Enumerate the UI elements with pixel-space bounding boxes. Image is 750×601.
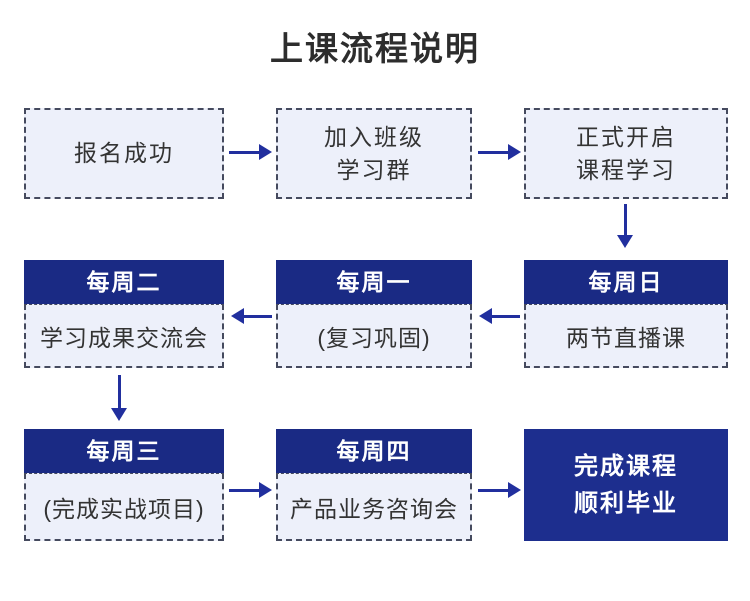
step-label: 学习群 <box>336 156 412 183</box>
arrow-down-icon <box>110 375 127 421</box>
step-label: 顺利毕业 <box>574 490 678 517</box>
arrow-right-icon <box>478 481 521 498</box>
weekday-header: 每周一 <box>276 260 472 304</box>
step-weekly-monday: 每周一 (复习巩固) <box>276 260 472 368</box>
arrow-down-icon <box>616 204 633 248</box>
step-label: (复习巩固) <box>276 304 472 368</box>
step-label: 完成课程 <box>574 452 678 480</box>
step-label: 正式开启 <box>576 124 676 151</box>
step-signup-success: 报名成功 <box>24 108 224 199</box>
weekday-header: 每周四 <box>276 429 472 473</box>
arrow-right-icon <box>229 143 272 160</box>
arrow-right-icon <box>478 143 521 160</box>
step-label: 加入班级 <box>324 124 424 151</box>
step-label: 学习成果交流会 <box>24 304 224 368</box>
weekday-header: 每周二 <box>24 260 224 304</box>
step-weekly-tuesday: 每周二 学习成果交流会 <box>24 260 224 368</box>
step-label: (完成实战项目) <box>24 473 224 541</box>
step-label: 产品业务咨询会 <box>276 473 472 541</box>
weekday-header: 每周日 <box>524 260 728 304</box>
step-weekly-thursday: 每周四 产品业务咨询会 <box>276 429 472 541</box>
arrow-right-icon <box>229 481 272 498</box>
page-title: 上课流程说明 <box>270 30 480 67</box>
step-label: 课程学习 <box>576 156 676 183</box>
step-weekly-sunday: 每周日 两节直播课 <box>524 260 728 368</box>
step-join-class-group: 加入班级 学习群 <box>276 108 472 199</box>
step-weekly-wednesday: 每周三 (完成实战项目) <box>24 429 224 541</box>
weekday-header: 每周三 <box>24 429 224 473</box>
step-label: 报名成功 <box>74 140 174 167</box>
arrow-left-icon <box>479 307 520 324</box>
step-graduation: 完成课程 顺利毕业 <box>524 429 728 541</box>
step-start-course: 正式开启 课程学习 <box>524 108 728 199</box>
step-label: 两节直播课 <box>524 304 728 368</box>
arrow-left-icon <box>231 307 272 324</box>
